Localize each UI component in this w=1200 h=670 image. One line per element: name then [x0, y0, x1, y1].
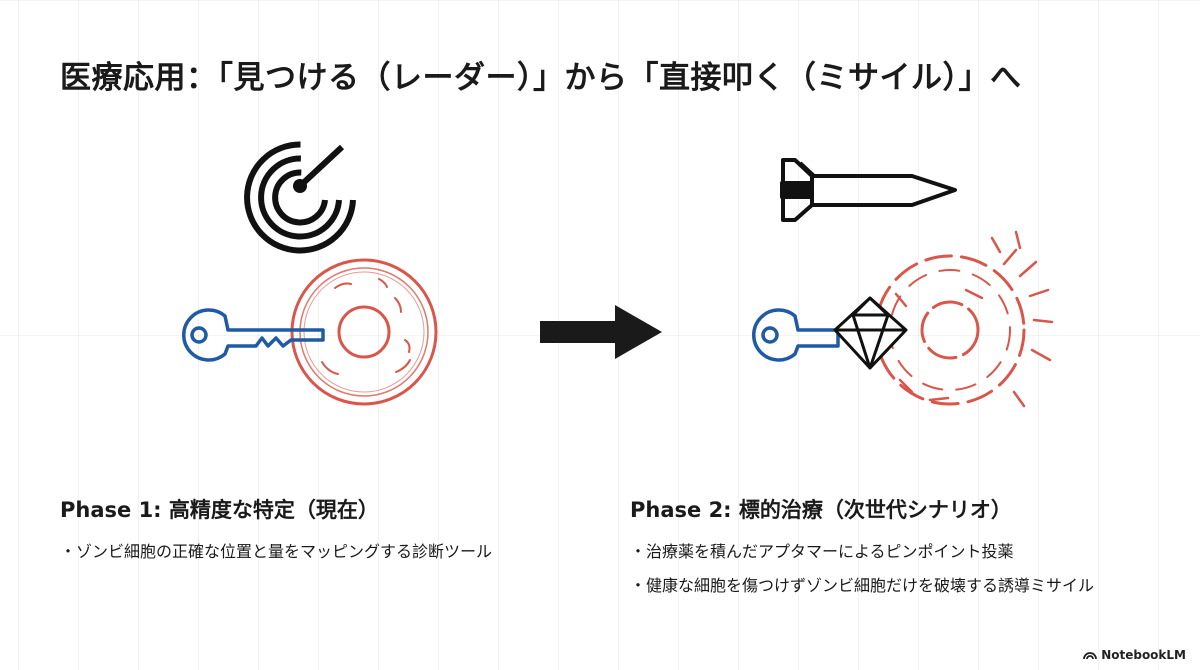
missile-icon: [780, 158, 957, 222]
phase-1-bullet: ゾンビ細胞の正確な位置と量をマッピングする診断ツール: [60, 538, 620, 562]
notebooklm-brand: NotebookLM: [1083, 648, 1186, 662]
phase-1-title: Phase 1: 高精度な特定（現在）: [60, 498, 379, 522]
brand-name: NotebookLM: [1101, 648, 1186, 662]
exploding-cell-icon: [874, 230, 1054, 408]
radar-icon: [244, 141, 356, 254]
phase-2-title: Phase 2: 標的治療（次世代シナリオ）: [630, 498, 1012, 522]
diamond-icon: [833, 296, 908, 370]
notebooklm-logo-icon: [1083, 652, 1098, 660]
key-icon: [182, 308, 325, 362]
phase-2-section: Phase 2: 標的治療（次世代シナリオ） 治療薬を積んだアプタマーによるピン…: [630, 494, 1190, 606]
phase-2-bullet: 健康な細胞を傷つけずゾンビ細胞だけを破壊する誘導ミサイル: [630, 572, 1190, 596]
phase-1-section: Phase 1: 高精度な特定（現在） ゾンビ細胞の正確な位置と量をマッピングす…: [60, 494, 620, 572]
arrow-right-icon: [540, 305, 662, 359]
cell-icon: [290, 258, 438, 406]
key-icon: [752, 308, 840, 362]
page-title: 医療応用：「見つける（レーダー）」から「直接叩く（ミサイル）」へ: [60, 60, 1022, 96]
phase-2-bullet: 治療薬を積んだアプタマーによるピンポイント投薬: [630, 538, 1190, 562]
